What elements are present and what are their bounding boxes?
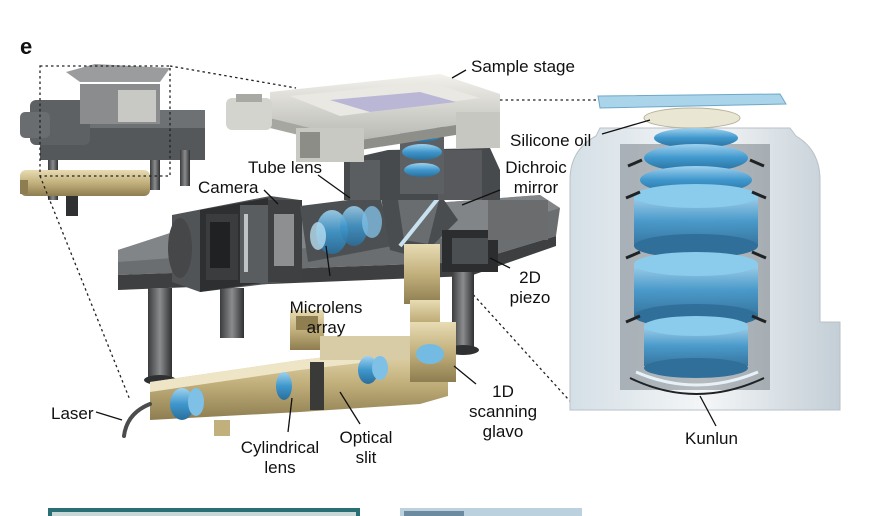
panel-letter: e bbox=[20, 34, 33, 59]
label-scanning-line1: 1D bbox=[492, 382, 514, 401]
label-microlens-line2: array bbox=[306, 318, 346, 337]
label-piezo-line2: piezo bbox=[509, 288, 551, 307]
main-instrument bbox=[118, 74, 560, 438]
label-sample-stage: Sample stage bbox=[471, 57, 575, 76]
label-cylindrical-line1: Cylindrical bbox=[240, 438, 320, 457]
label-kunlun: Kunlun bbox=[685, 429, 738, 448]
label-cylindrical-line2: lens bbox=[264, 458, 296, 477]
label-scanning-line3: glavo bbox=[482, 422, 524, 441]
label-camera: Camera bbox=[198, 178, 259, 197]
label-scanning-line2: scanning bbox=[468, 402, 538, 421]
thumbnail-instrument bbox=[20, 64, 205, 216]
next-panels-edge bbox=[48, 508, 582, 516]
label-optical-slit-line2: slit bbox=[355, 448, 377, 467]
label-optical-slit-line1: Optical bbox=[339, 428, 393, 447]
label-tube-lens: Tube lens bbox=[248, 158, 323, 177]
label-dichroic-line1: Dichroic bbox=[505, 158, 567, 177]
label-silicone-oil: Silicone oil bbox=[510, 131, 592, 150]
leader-lines bbox=[95, 69, 717, 433]
label-dichroic-line2: mirror bbox=[513, 178, 559, 197]
label-piezo-line1: 2D bbox=[519, 268, 541, 287]
label-laser: Laser bbox=[51, 404, 94, 423]
label-microlens-line1: Microlens bbox=[289, 298, 363, 317]
kunlun-objective bbox=[569, 93, 841, 411]
